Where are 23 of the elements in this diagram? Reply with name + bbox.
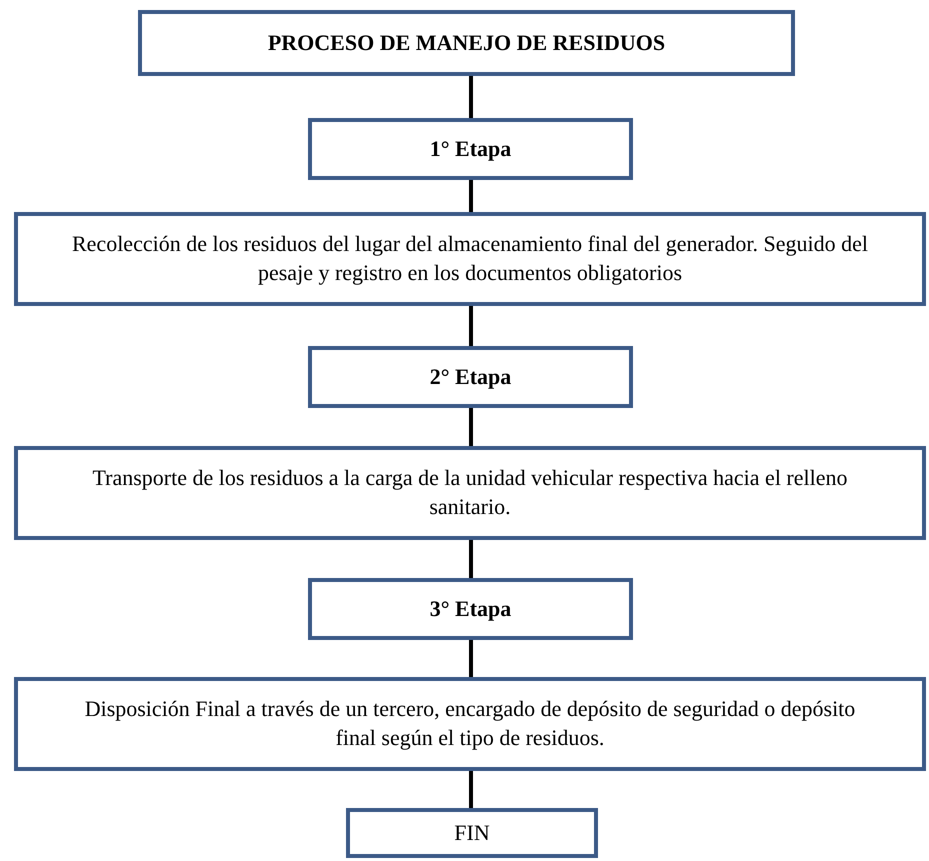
- heading-text: 2° Etapa: [430, 362, 512, 391]
- process-box: [14, 677, 926, 771]
- connector-line: [469, 408, 473, 446]
- heading-box: [308, 578, 633, 640]
- connector-line: [469, 540, 473, 578]
- heading-box: [138, 10, 795, 76]
- connector-line: [469, 76, 473, 118]
- process-box: [14, 446, 926, 540]
- heading-text: PROCESO DE MANEJO DE RESIDUOS: [268, 28, 666, 57]
- heading-text: 3° Etapa: [430, 594, 512, 623]
- step-text: Transporte de los residuos a la carga de la unidad vehicular respectiva hacia el relleno sanitario.: [91, 464, 849, 521]
- connector-line: [469, 640, 473, 677]
- heading-box: [308, 346, 633, 408]
- step-text: Disposición Final a través de un tercero, encargado de depósito de seguridad o depósito final según el tipo de residuos.: [84, 695, 856, 752]
- step-text: FIN: [454, 818, 490, 847]
- connector-line: [469, 771, 473, 808]
- step-text: Recolección de los residuos del lugar del almacenamiento final del generador. Seguido del pesaje y registro en los documentos obligatorios: [70, 230, 869, 287]
- connector-line: [469, 306, 473, 346]
- process-box: [14, 212, 926, 306]
- connector-line: [469, 180, 473, 212]
- heading-box: [308, 118, 633, 180]
- process-box: [346, 808, 598, 858]
- heading-text: 1° Etapa: [430, 134, 512, 163]
